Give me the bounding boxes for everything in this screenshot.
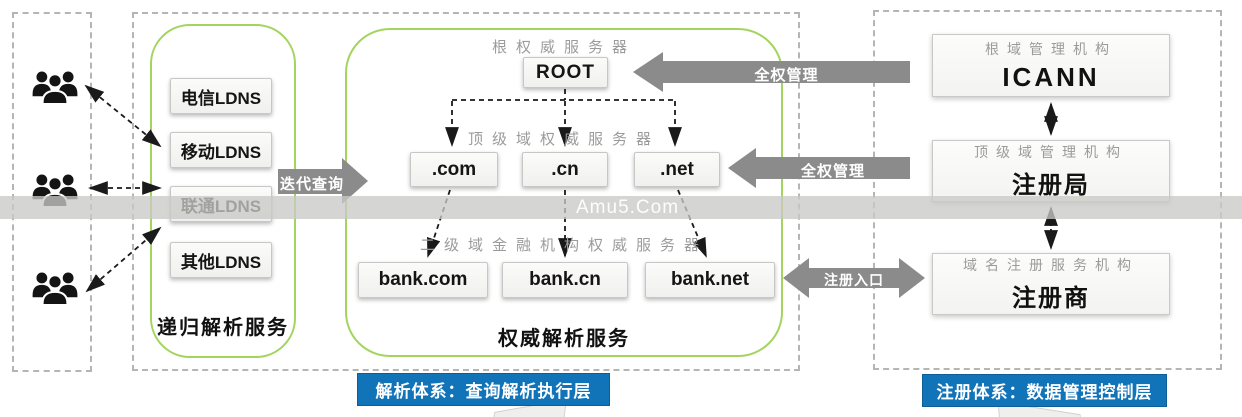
tld-node-label: .com [431, 158, 477, 180]
arrow-body [663, 61, 910, 83]
iterative-query-label: 迭代查询 [279, 176, 344, 193]
arrow-head-left-icon [633, 52, 663, 92]
root-node-label: ROOT [536, 61, 595, 83]
tld-node-label: .cn [551, 158, 579, 180]
tld-server-label: 顶级域权威服务器 [467, 131, 660, 148]
sld-server-label: 二级域金融机构权威服务器 [419, 237, 708, 254]
org-box-registry: 顶级域管理机构 注册局 [932, 140, 1170, 202]
tld-node-net: .net [634, 152, 720, 187]
sld-node-bank-net: bank.net [645, 262, 775, 298]
register-entry-arrow: 注册入口 [783, 258, 925, 298]
arrow-body [278, 169, 342, 194]
org-name: 注册局 [1012, 172, 1090, 199]
arrow-body [809, 268, 899, 288]
watermark-text: Amu5.Com [576, 196, 680, 218]
root-server-label: 根权威服务器 [491, 39, 636, 56]
org-name: ICANN [1002, 61, 1100, 92]
arrow-head-right-icon [899, 258, 925, 298]
sld-node-label: bank.cn [529, 269, 601, 290]
org-title: 顶级域管理机构 [974, 144, 1128, 160]
ldns-node-other: 其他LDNS [170, 242, 272, 278]
tld-node-com: .com [410, 152, 498, 187]
ldns-label: 移动LDNS [180, 142, 262, 162]
user-group-icon [32, 272, 78, 305]
full-management-label: 全权管理 [800, 163, 865, 180]
sld-node-label: bank.net [670, 269, 750, 290]
arrow-head-left-icon [728, 148, 756, 188]
tld-node-label: .net [660, 158, 694, 180]
authoritative-service-label: 权威解析服务 [498, 328, 630, 350]
user-group-icon [32, 71, 78, 104]
sld-node-label: bank.com [378, 269, 468, 290]
watermark-band [0, 196, 1242, 219]
sld-node-bank-cn: bank.cn [502, 262, 628, 298]
arrow-body [756, 157, 910, 179]
org-box-registrar: 域名注册服务机构 注册商 [932, 253, 1170, 315]
org-name: 注册商 [1012, 285, 1090, 312]
register-entry-label: 注册入口 [824, 272, 884, 288]
registry-panel [873, 10, 1222, 370]
arrow-head-left-icon [783, 258, 809, 298]
ldns-node-telecom: 电信LDNS [170, 78, 272, 114]
ldns-label: 其他LDNS [180, 252, 262, 272]
ldns-node-mobile: 移动LDNS [170, 132, 272, 168]
registration-system-label: 注册体系：数据管理控制层 [922, 374, 1167, 407]
resolution-system-label: 解析体系：查询解析执行层 [357, 373, 610, 406]
full-management-root-arrow: 全权管理 [633, 52, 910, 92]
full-management-tld-arrow: 全权管理 [728, 148, 910, 188]
tld-node-cn: .cn [522, 152, 608, 187]
org-title: 根域管理机构 [985, 40, 1117, 57]
full-management-label: 全权管理 [754, 67, 819, 84]
ldns-label: 电信LDNS [180, 88, 262, 108]
sld-node-bank-com: bank.com [358, 262, 488, 298]
root-node: ROOT [523, 57, 608, 88]
org-box-icann: 根域管理机构 ICANN [932, 34, 1170, 97]
recursive-service-label: 递归解析服务 [157, 317, 289, 339]
org-title: 域名注册服务机构 [963, 257, 1139, 273]
